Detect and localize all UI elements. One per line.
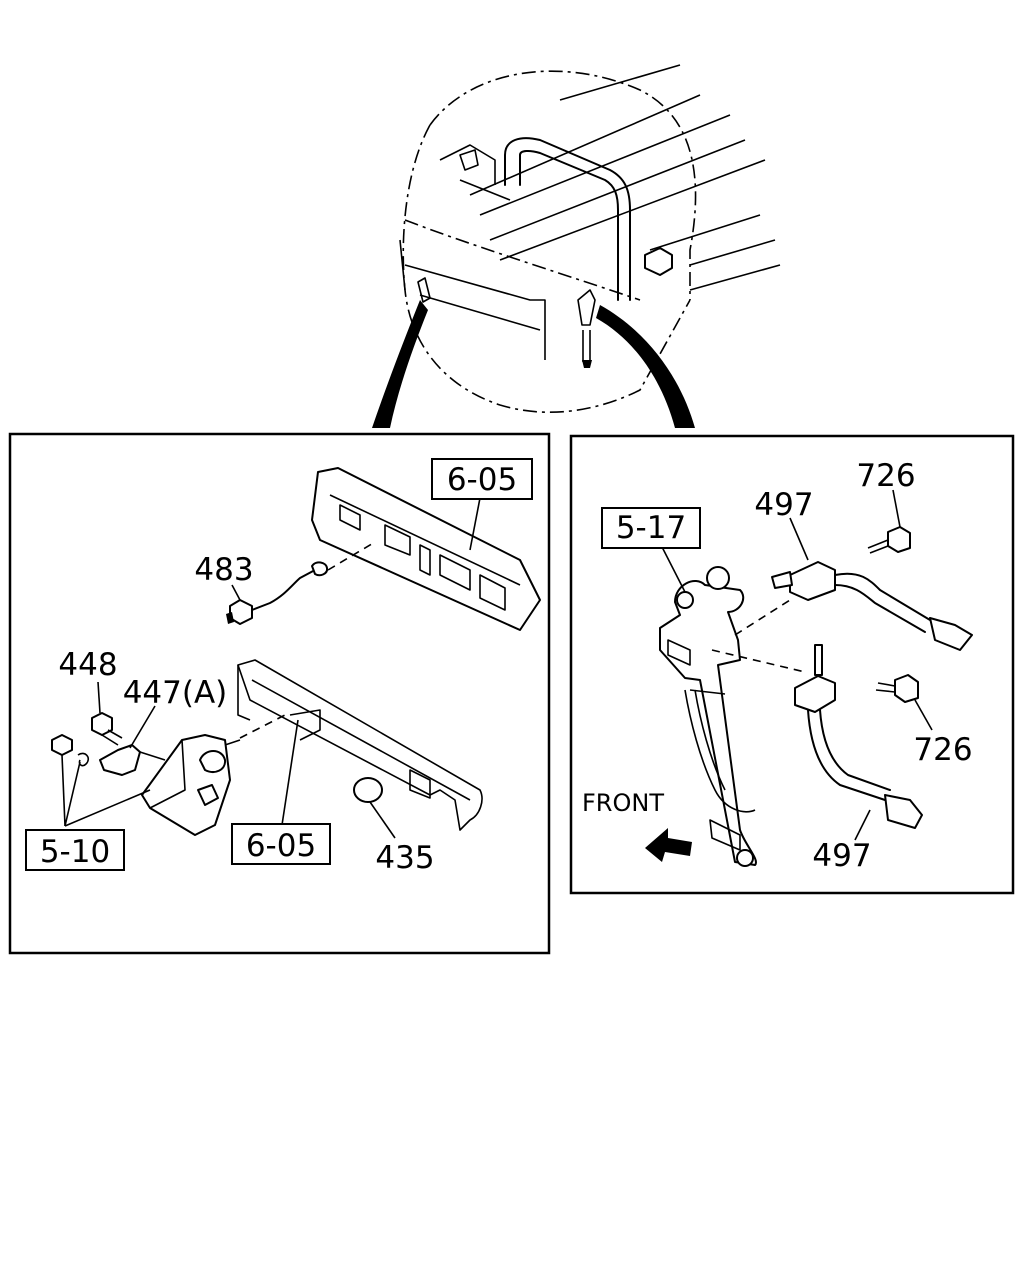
label-726-bottom: 726 — [913, 732, 972, 768]
bolt-726-top — [867, 526, 911, 554]
ref-box-6-05-top — [431, 458, 533, 500]
switch-497-bottom — [794, 644, 923, 829]
sensor-483 — [226, 541, 376, 625]
right-leader-lines — [659, 489, 933, 841]
bolt-448 — [91, 712, 123, 746]
label-726-top: 726 — [856, 458, 915, 494]
ref-5-10: 5-10 — [40, 834, 110, 870]
ref-box-5-10 — [25, 829, 125, 871]
connector-dash-bottom — [711, 649, 806, 673]
left-leader-lines — [61, 497, 481, 839]
fuel-rail-upper — [311, 467, 541, 631]
label-front: FRONT — [582, 789, 664, 817]
switch-497-top — [771, 561, 973, 651]
label-497-top: 497 — [754, 487, 813, 523]
lever-assembly — [659, 566, 757, 867]
label-497-bottom: 497 — [812, 838, 871, 874]
cab-overview — [372, 64, 781, 428]
label-447: 447(A) — [123, 675, 228, 711]
nut-washer — [51, 734, 90, 767]
clamp-447 — [99, 744, 166, 776]
ref-box-5-17 — [601, 507, 701, 549]
ref-6-05-top: 6-05 — [447, 462, 517, 498]
front-arrow — [645, 828, 692, 862]
label-435: 435 — [375, 840, 434, 876]
label-448: 448 — [58, 647, 117, 683]
right-detail-panel: 5-17 497 726 726 FRONT 497 — [569, 434, 1015, 895]
bolt-726-bottom — [875, 674, 919, 703]
connector-dash-top — [734, 599, 791, 636]
cap-435 — [353, 777, 383, 803]
left-detail-panel: 6-05 483 448 447(A) 5-10 6-05 435 — [8, 432, 551, 955]
fuel-rail-lower — [237, 659, 483, 831]
sensor-bracket — [141, 714, 286, 836]
ref-box-6-05-bottom — [231, 823, 331, 865]
ref-5-17: 5-17 — [616, 510, 686, 546]
ref-6-05-bottom: 6-05 — [246, 828, 316, 864]
label-483: 483 — [194, 552, 253, 588]
